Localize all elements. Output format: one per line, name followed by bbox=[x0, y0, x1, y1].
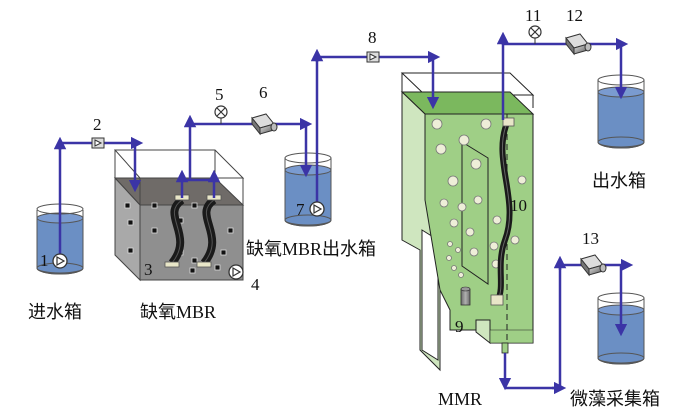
caption-influent-tank: 进水箱 bbox=[28, 302, 82, 322]
caption-effluent-tank: 出水箱 bbox=[592, 171, 646, 191]
pressure-gauge-icon bbox=[528, 25, 542, 44]
label-12: 12 bbox=[566, 6, 583, 25]
pump-icon bbox=[228, 264, 244, 280]
label-5: 5 bbox=[215, 85, 224, 104]
check-valve-icon bbox=[91, 137, 105, 149]
mmr-reactor bbox=[400, 72, 535, 372]
label-1: 1 bbox=[40, 251, 49, 270]
check-valve-icon bbox=[366, 51, 380, 63]
caption-mmr: MMR bbox=[438, 389, 483, 409]
effluent-tank bbox=[597, 74, 645, 149]
label-2: 2 bbox=[93, 115, 102, 134]
pressure-gauge-icon bbox=[214, 105, 228, 124]
label-11: 11 bbox=[525, 6, 542, 25]
pump-icon bbox=[52, 253, 68, 269]
label-9: 9 bbox=[455, 317, 464, 336]
caption-microalgae-tank: 微藻采集箱 bbox=[570, 389, 660, 409]
label-3: 3 bbox=[144, 260, 153, 279]
anoxic-effluent-tank bbox=[284, 152, 332, 227]
label-10: 10 bbox=[510, 196, 527, 215]
label-4: 4 bbox=[251, 275, 260, 294]
peristaltic-pump-icon bbox=[565, 33, 592, 56]
label-7: 7 bbox=[296, 200, 305, 219]
membrane-module-icon bbox=[490, 117, 515, 306]
caption-anoxic-effluent-tank: 缺氧MBR出水箱 bbox=[246, 239, 377, 259]
caption-anoxic-mbr: 缺氧MBR bbox=[140, 302, 217, 322]
peristaltic-pump-icon bbox=[580, 254, 607, 277]
label-13: 13 bbox=[582, 229, 599, 248]
label-6: 6 bbox=[259, 83, 268, 102]
pump-icon bbox=[309, 201, 325, 217]
anoxic-mbr-tank bbox=[113, 149, 245, 282]
label-8: 8 bbox=[368, 28, 377, 47]
pipelines bbox=[53, 31, 634, 395]
peristaltic-pump-icon bbox=[251, 113, 278, 136]
aerator-icon bbox=[460, 286, 471, 306]
